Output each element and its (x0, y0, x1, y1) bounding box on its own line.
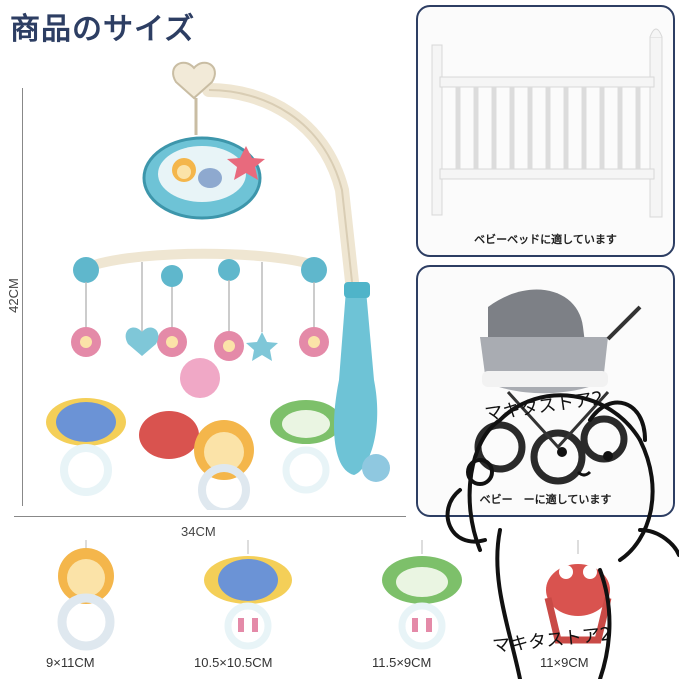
lion-toy-size: 9×11CM (46, 655, 95, 670)
crab-toy-size: 11×9CM (540, 655, 589, 670)
stroller-caption: ベビー ーに適しています (479, 493, 612, 506)
watermark-text-bottom: マキタストア2 (491, 623, 613, 658)
width-dimension-line (14, 516, 406, 517)
width-dimension-label: 34CM (181, 524, 216, 539)
page-title: 商品のサイズ (10, 12, 196, 47)
elephant-rattle-toy (204, 540, 292, 650)
baby-crib-illustration (431, 28, 663, 218)
crib-caption: ベビーベッドに適しています (474, 233, 617, 246)
elephant-toy-size: 10.5×10.5CM (194, 655, 273, 670)
owl-rattle-toy (382, 540, 462, 650)
height-dimension-label: 42CM (5, 278, 21, 313)
baby-stroller-illustration (474, 289, 642, 485)
lion-rattle-toy (57, 540, 115, 651)
height-dimension-line (22, 88, 23, 506)
crib-usage-panel: ベビーベッドに適しています (416, 5, 675, 257)
owl-toy-size: 11.5×9CM (372, 655, 432, 670)
crib-mobile-illustration (46, 61, 390, 510)
stroller-usage-panel: ベビー ーに適しています (416, 265, 675, 517)
